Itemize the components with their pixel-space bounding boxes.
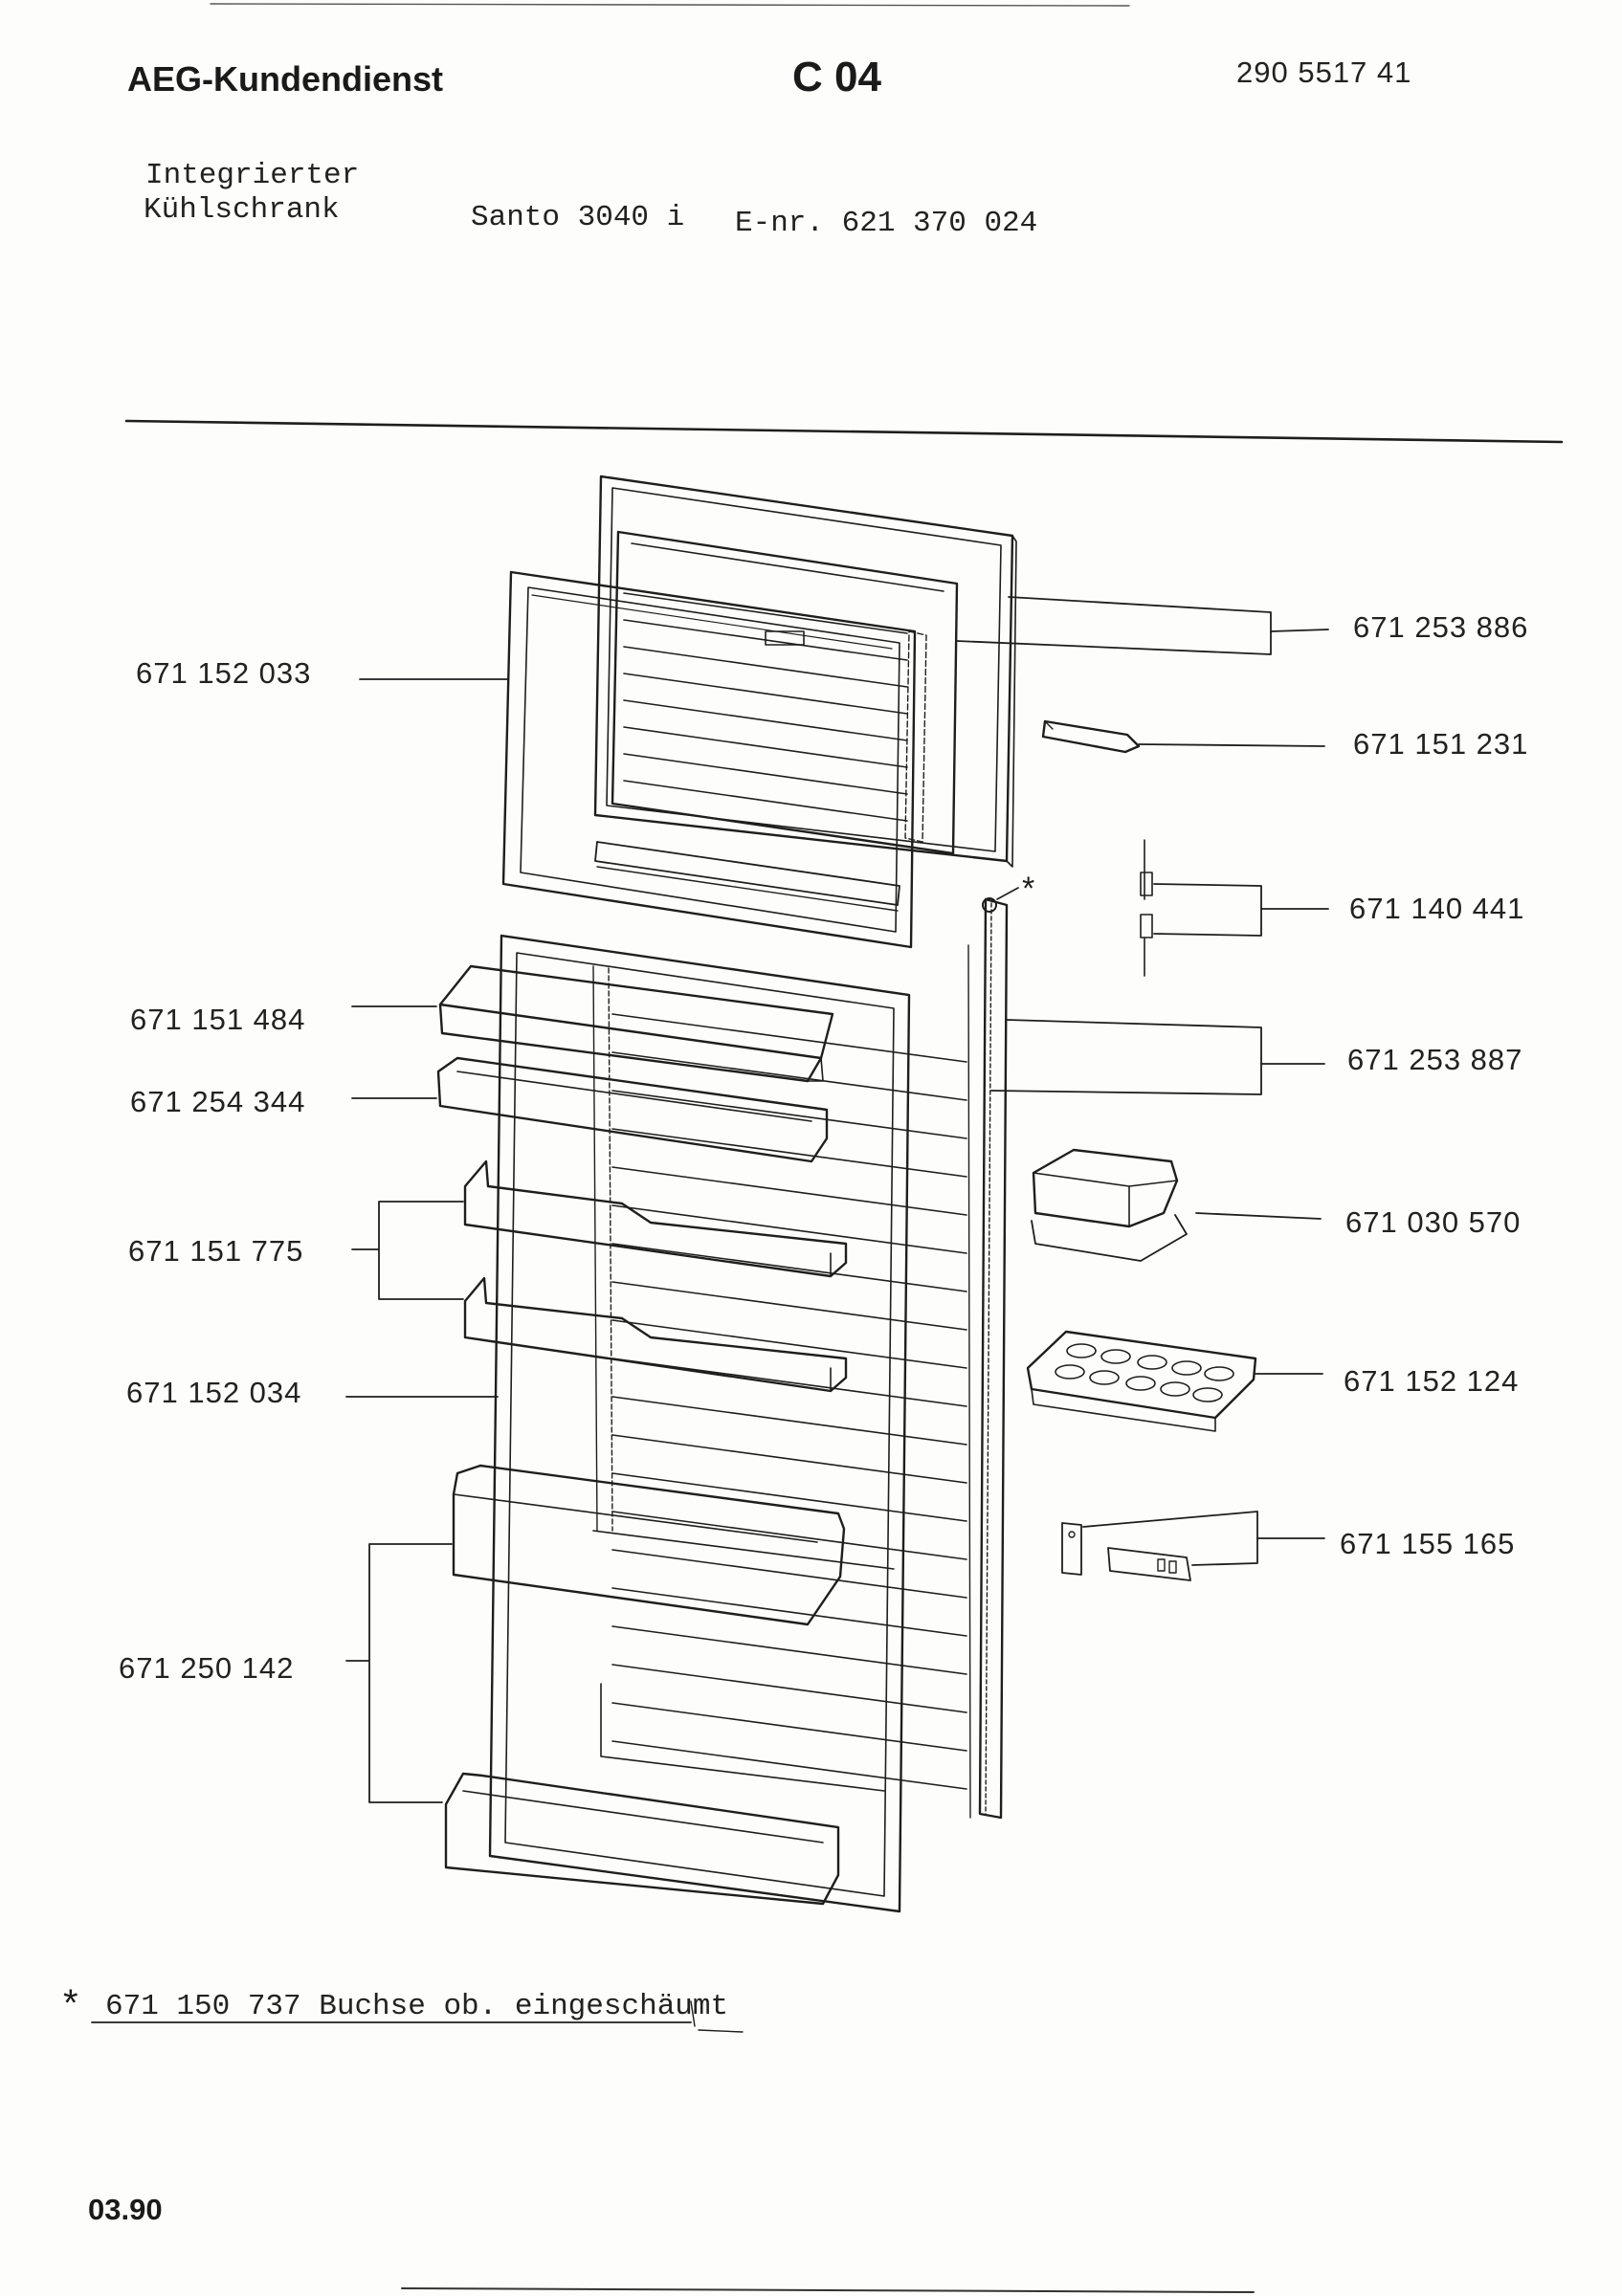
product-model: Santo 3040 i	[471, 201, 685, 234]
inner-liner-ribs	[611, 1013, 967, 1790]
product-enr: E-nr. 621 370 024	[735, 207, 1038, 240]
hinge-pins-pair	[1140, 839, 1153, 977]
asterisk-marker: *	[1022, 871, 1034, 907]
product-type-line1: Integrierter	[145, 159, 360, 192]
part-label-door-shelf-top: 671 151 484	[130, 1003, 306, 1036]
door-shelf-4	[463, 1276, 848, 1393]
butter-box	[1031, 1148, 1188, 1262]
freezer-compartment	[611, 530, 959, 855]
door-shelf-top	[438, 964, 834, 1083]
part-label-freezer-door-seal: 671 152 033	[136, 656, 312, 690]
product-type-line2: Kühlschrank	[144, 193, 340, 227]
main-door-seal	[488, 934, 911, 1913]
section-code: C 04	[792, 54, 881, 100]
brand-title: AEG-Kundendienst	[127, 59, 443, 99]
part-label-hinge-bracket: 671 155 165	[1340, 1527, 1516, 1560]
part-label-egg-tray: 671 152 124	[1344, 1364, 1520, 1398]
footnote-asterisk: *	[63, 1982, 78, 2024]
part-label-door-bins: 671 250 142	[119, 1651, 295, 1685]
bushing-marker: *	[982, 871, 1034, 913]
door-shelf-3	[463, 1159, 848, 1278]
footnote-text: 671 150 737 Buchse ob. eingeschäumt	[105, 1990, 729, 2023]
part-label-hinge-pin: 671 151 231	[1353, 727, 1529, 761]
freezer-door-seal	[501, 570, 917, 949]
part-label-door-shelves: 671 151 775	[128, 1234, 304, 1268]
part-label-door-frame: 671 253 887	[1347, 1043, 1523, 1076]
door-bin-upper	[452, 1464, 846, 1626]
door-shelf-2	[436, 1056, 829, 1163]
door-bin-lower	[444, 1772, 840, 1906]
revision-date: 03.90	[88, 2193, 163, 2226]
egg-tray	[1026, 1330, 1257, 1432]
part-label-main-door-seal: 671 152 034	[126, 1376, 302, 1409]
part-label-hinge-pins-pair: 671 140 441	[1349, 892, 1525, 925]
freezer-flap	[594, 841, 900, 906]
part-label-butter-box: 671 030 570	[1345, 1205, 1522, 1239]
header-rule	[124, 419, 1564, 444]
door-frame-outer	[593, 475, 1017, 1820]
hinge-bracket	[1061, 1522, 1191, 1581]
document-number: 290 5517 41	[1236, 55, 1412, 89]
leader-lines	[345, 596, 1329, 1803]
part-label-door-shelf-2: 671 254 344	[130, 1085, 306, 1118]
door-hinge-pin	[1041, 719, 1141, 754]
part-label-freezer: 671 253 886	[1353, 610, 1529, 644]
